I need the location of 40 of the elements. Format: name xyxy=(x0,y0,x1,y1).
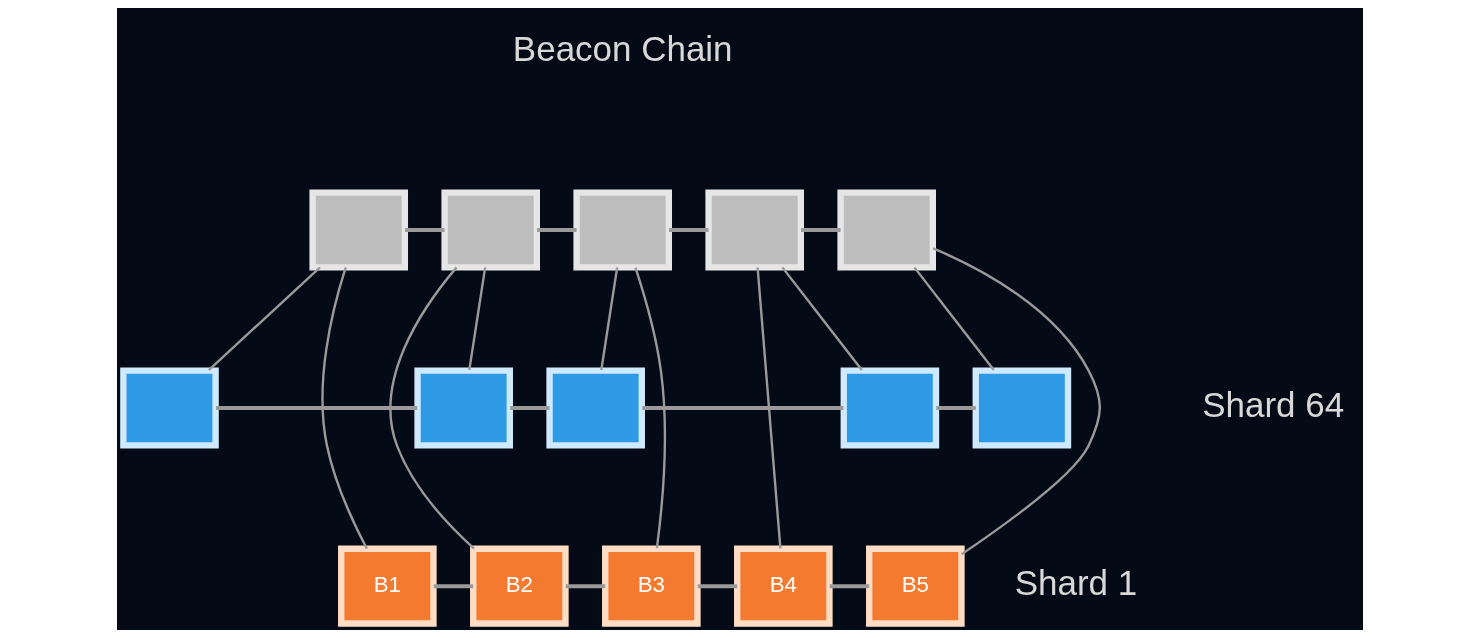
label: Shard 64 xyxy=(1201,384,1344,424)
connector xyxy=(829,584,869,589)
label: Beacon Chain xyxy=(512,28,733,68)
connector xyxy=(668,227,709,232)
connector xyxy=(536,227,577,232)
label: Shard 1 xyxy=(1014,563,1137,603)
node-box xyxy=(308,189,408,271)
connector xyxy=(207,266,321,371)
node-box: B3 xyxy=(601,545,701,627)
connector xyxy=(509,406,550,411)
node-box: B1 xyxy=(337,545,437,627)
connector xyxy=(433,584,473,589)
connector xyxy=(780,266,863,371)
connector xyxy=(641,406,843,411)
connector xyxy=(800,227,841,232)
connector xyxy=(320,266,368,550)
node-box xyxy=(972,367,1071,449)
connector xyxy=(912,266,995,371)
node-box: B4 xyxy=(733,545,833,627)
node-box: B5 xyxy=(865,545,965,627)
node-box xyxy=(836,189,936,271)
connector xyxy=(215,406,417,411)
node-box xyxy=(840,367,939,449)
connector xyxy=(565,584,605,589)
node-box xyxy=(704,189,804,271)
connector xyxy=(633,267,666,549)
node-box xyxy=(440,189,540,271)
node-box xyxy=(545,367,645,449)
connector xyxy=(932,247,1101,556)
connector xyxy=(404,227,445,232)
connector xyxy=(755,267,782,549)
node-box xyxy=(413,367,513,449)
node-box xyxy=(572,189,672,271)
connector xyxy=(388,266,475,550)
connector xyxy=(935,406,976,411)
connector xyxy=(599,267,618,371)
node-box: B2 xyxy=(469,545,569,627)
connector xyxy=(697,584,737,589)
connector xyxy=(467,267,486,371)
node-box xyxy=(119,367,219,449)
